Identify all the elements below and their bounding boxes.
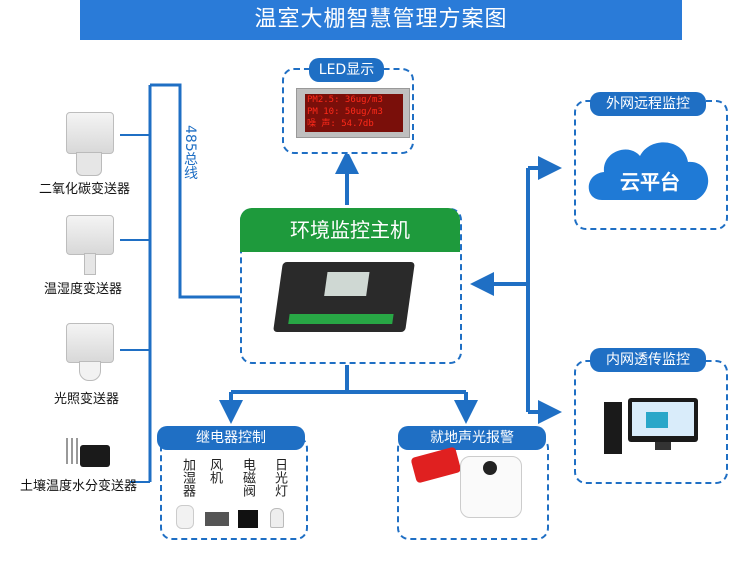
pc-monitor [628, 398, 698, 442]
soil-sensor-body [80, 445, 110, 467]
bus-label: 485总线 [182, 125, 198, 180]
host-lcd [324, 272, 370, 296]
fan-icon [205, 512, 229, 526]
led-tab: LED显示 [309, 58, 384, 82]
host-device [273, 262, 415, 332]
page-title: 温室大棚智慧管理方案图 [80, 0, 682, 40]
sensor-label-light: 光照变送器 [54, 392, 120, 407]
relay-device-lamp: 日光灯 [272, 458, 287, 497]
alarm-tab: 就地声光报警 [398, 426, 546, 450]
light-sensor-box [66, 323, 114, 363]
relay-device-fan: 风机 [207, 458, 222, 484]
led-line-3: 噪 声: 54.7db [307, 119, 374, 129]
relay-device-valve: 电磁阀 [240, 458, 255, 497]
relay-device-humidifier: 加湿器 [180, 458, 195, 497]
intranet-tab: 内网透传监控 [590, 348, 706, 372]
sensor-label-soil: 土壤温度水分变送器 [20, 479, 138, 494]
cloud-icon [588, 142, 709, 200]
sensor-label-th: 温湿度变送器 [44, 282, 123, 297]
pc-tower [604, 402, 622, 454]
relay-tab: 继电器控制 [157, 426, 305, 450]
valve-icon [238, 510, 258, 528]
alarm-body [460, 456, 522, 518]
bus-line [150, 83, 240, 299]
sensor-label-co2: 二氧化碳变送器 [39, 182, 131, 197]
host-terminals [288, 314, 394, 324]
cloud-tab: 外网远程监控 [590, 92, 706, 116]
led-line-2: PM 10: 50ug/m3 [307, 107, 383, 117]
host-title: 环境监控主机 [240, 208, 460, 252]
lamp-icon [270, 508, 284, 528]
cloud-label: 云平台 [620, 170, 680, 194]
humidifier-icon [176, 505, 194, 529]
led-line-1: PM2.5: 36ug/m3 [307, 95, 383, 105]
co2-sensor-box [66, 112, 114, 154]
th-sensor-box [66, 215, 114, 255]
led-frame: PM2.5: 36ug/m3 PM 10: 50ug/m3 噪 声: 54.7d… [296, 88, 410, 138]
led-screen: PM2.5: 36ug/m3 PM 10: 50ug/m3 噪 声: 54.7d… [305, 94, 403, 132]
